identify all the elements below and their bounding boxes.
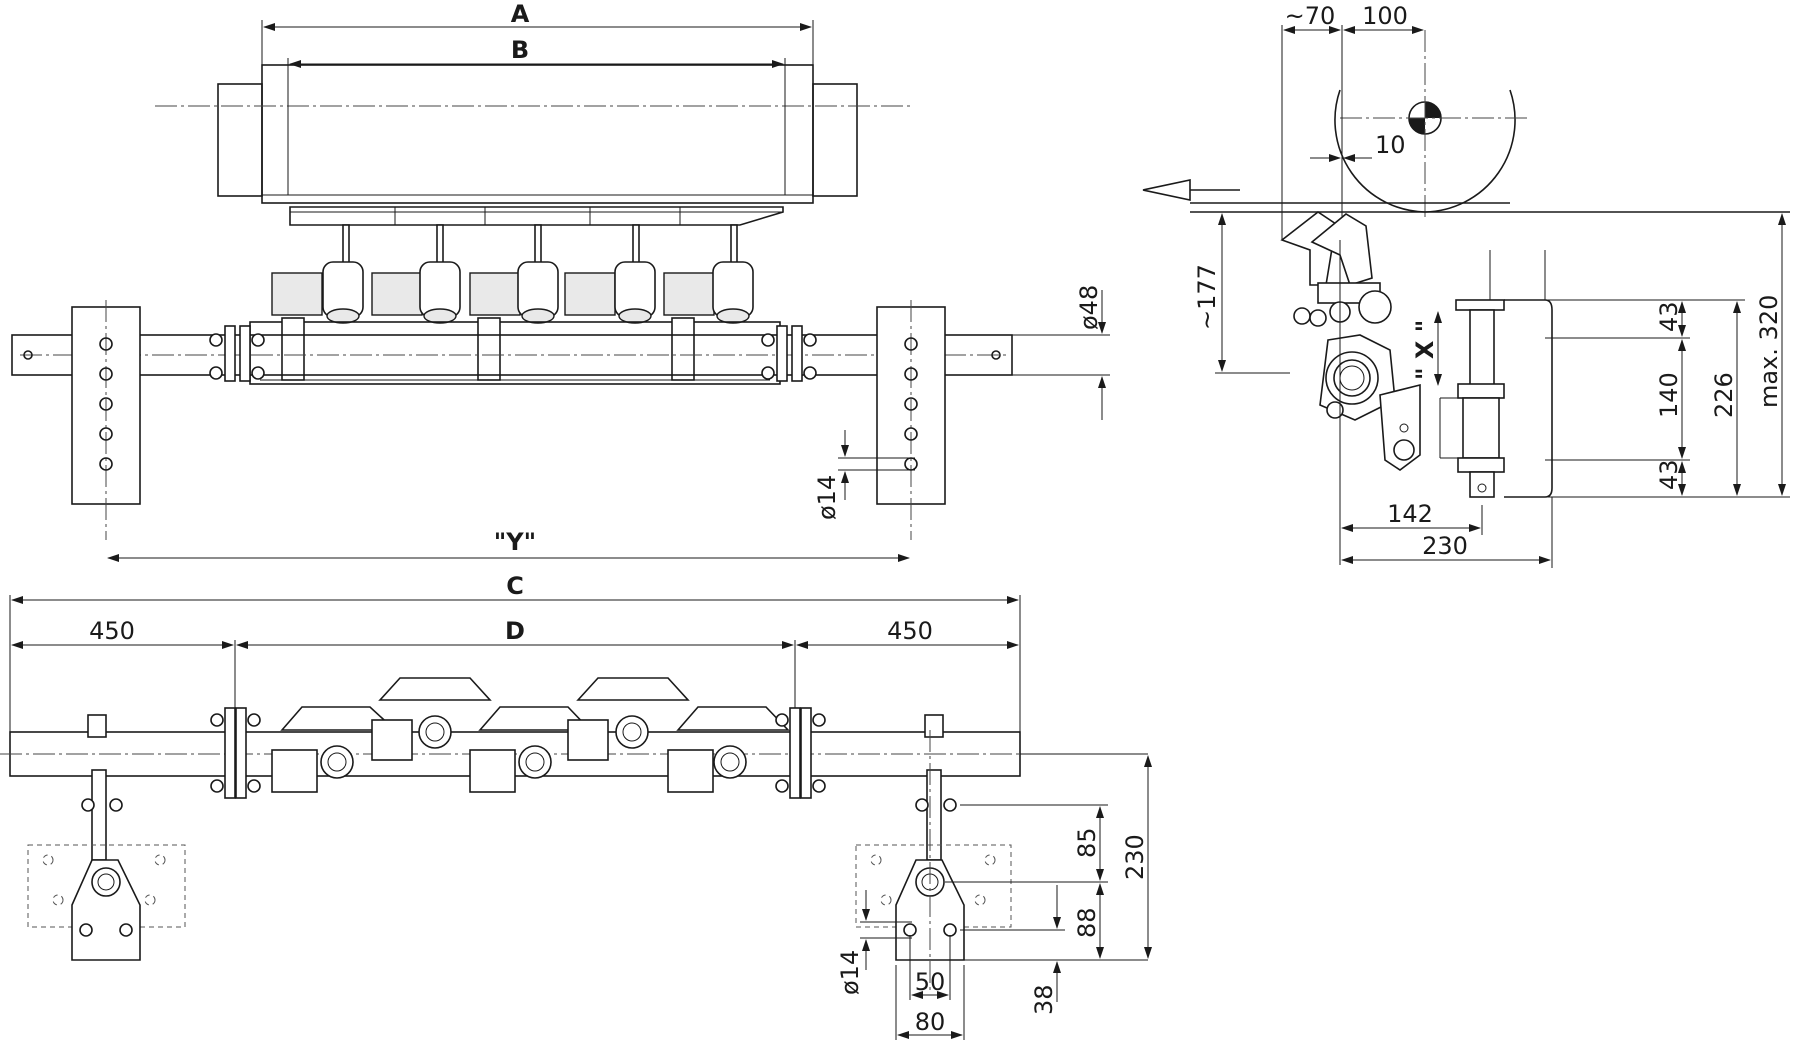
dim-100: 100	[1362, 2, 1408, 30]
front-blades	[280, 677, 790, 731]
dim-d14-bottom: ø14	[836, 950, 864, 995]
end-plate-right	[812, 83, 858, 197]
dim-43-top: 43	[1655, 301, 1683, 332]
dim-label-y: "Y"	[494, 528, 536, 556]
valve-stems	[342, 224, 738, 266]
dim-label-b: B	[511, 36, 529, 64]
front-valves	[271, 715, 747, 793]
dim-10: 10	[1375, 131, 1406, 159]
dim-230-side: 230	[1422, 532, 1468, 560]
dim-d48: ø48	[1075, 285, 1103, 330]
front-view: C 450 D 450	[0, 572, 1152, 1040]
dim-43-bottom: 43	[1655, 459, 1683, 490]
valve-heads	[322, 261, 754, 324]
dim-50: 50	[915, 968, 946, 996]
dim-d14-top: ø14	[813, 475, 841, 520]
dim-label-a: A	[511, 0, 530, 28]
mounting-holes	[99, 337, 918, 471]
dim-label-c: C	[506, 572, 524, 600]
dim-38: 38	[1030, 984, 1058, 1015]
flanges-front	[210, 707, 826, 799]
dim-label-x: " X "	[1411, 320, 1439, 380]
top-view: A B	[11, 0, 1110, 562]
dim-80: 80	[915, 1008, 946, 1036]
dim-230-bottom: 230	[1121, 834, 1149, 880]
dim-450-right: 450	[887, 617, 933, 645]
dim-85: 85	[1073, 827, 1101, 858]
dim-88: 88	[1073, 907, 1101, 938]
belt-drum	[261, 64, 814, 204]
bracket-right	[855, 714, 1012, 990]
dim-max320: max. 320	[1755, 295, 1783, 408]
valve-blocks	[271, 272, 715, 316]
dim-142: 142	[1387, 500, 1433, 528]
dim-approx70: ~70	[1285, 2, 1336, 30]
end-plate-left	[217, 83, 263, 197]
bracket-left	[27, 714, 186, 961]
scraper-arm	[1280, 211, 1421, 471]
dim-approx177: ~177	[1193, 264, 1221, 330]
side-view: ~70 100 10 ~177	[1142, 2, 1790, 568]
dim-140: 140	[1655, 372, 1683, 418]
dim-226: 226	[1710, 372, 1738, 418]
scraper-blades	[289, 206, 784, 226]
side-bracket	[1439, 250, 1553, 498]
main-shaft	[11, 334, 1013, 376]
dim-450-left: 450	[89, 617, 135, 645]
dim-label-d: D	[505, 617, 525, 645]
flanges-top	[209, 325, 817, 382]
